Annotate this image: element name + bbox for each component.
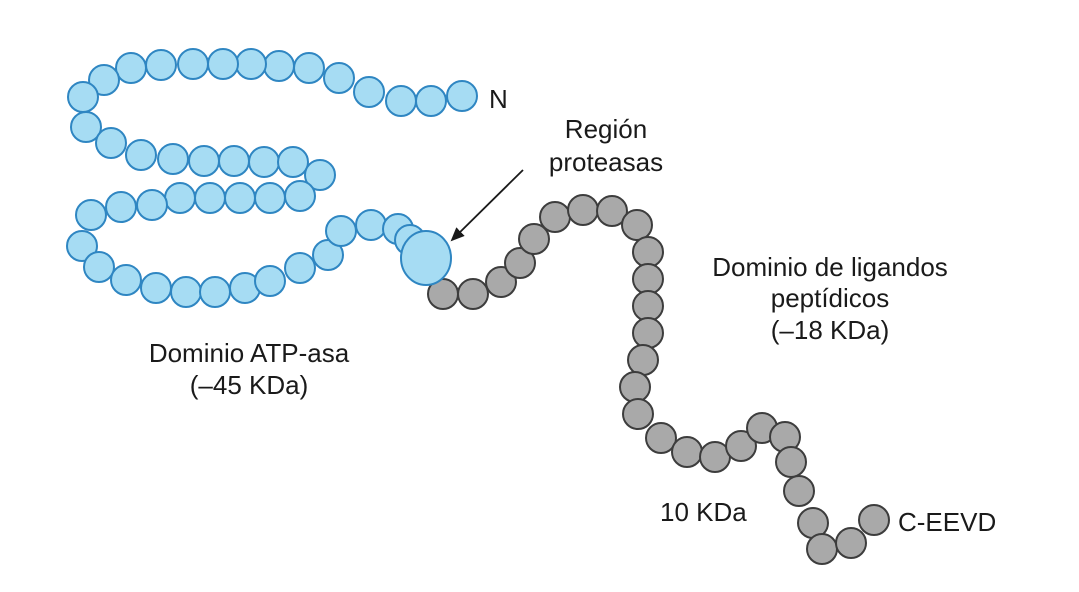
atpase-bead [164, 182, 196, 214]
atpase-bead [83, 251, 115, 283]
atpase-bead [67, 81, 99, 113]
peptide-binding-domain-chain [427, 194, 890, 565]
atpase-bead [355, 209, 387, 241]
peptide-bead [858, 504, 890, 536]
peptide-domain-label-line3: (–18 KDa) [771, 315, 890, 345]
peptide-bead [671, 436, 703, 468]
peptide-bead [806, 533, 838, 565]
atpase-bead [446, 80, 478, 112]
peptide-bead [622, 398, 654, 430]
peptide-bead [645, 422, 677, 454]
atpase-bead [145, 49, 177, 81]
peptide-bead [783, 475, 815, 507]
atpase-bead [95, 127, 127, 159]
peptide-bead [539, 201, 571, 233]
atpase-bead [277, 146, 309, 178]
protease-region-label-line2: proteasas [549, 147, 663, 177]
atpase-bead [218, 145, 250, 177]
atpase-bead [140, 272, 172, 304]
atpase-bead [157, 143, 189, 175]
atpase-bead [263, 50, 295, 82]
atpase-bead [88, 64, 120, 96]
peptide-domain-label-line2: peptídicos [771, 283, 890, 313]
atpase-bead [105, 191, 137, 223]
atpase-bead [353, 76, 385, 108]
atpase-bead [254, 265, 286, 297]
atpase-bead [293, 52, 325, 84]
peptide-bead [725, 430, 757, 462]
atpase-domain-label-line1: Dominio ATP-asa [149, 338, 350, 368]
atpase-bead [188, 145, 220, 177]
peptide-bead [632, 317, 664, 349]
peptide-bead [485, 266, 517, 298]
peptide-bead [567, 194, 599, 226]
atpase-bead [75, 199, 107, 231]
atpase-bead [415, 85, 447, 117]
atpase-bead [70, 111, 102, 143]
atpase-bead [136, 189, 168, 221]
atpase-domain-label-line2: (–45 KDa) [190, 370, 309, 400]
atpase-bead [284, 180, 316, 212]
atpase-bead [177, 48, 209, 80]
atpase-bead [199, 276, 231, 308]
peptide-bead [457, 278, 489, 310]
peptide-bead [775, 446, 807, 478]
peptide-bead [835, 527, 867, 559]
atpase-bead [284, 252, 316, 284]
atpase-bead [304, 159, 336, 191]
atpase-bead [194, 182, 226, 214]
peptide-bead [596, 195, 628, 227]
atpase-bead [125, 139, 157, 171]
atpase-bead [325, 215, 357, 247]
atpase-bead [207, 48, 239, 80]
atpase-bead [170, 276, 202, 308]
c-terminus-label: C-EEVD [898, 507, 996, 537]
atpase-bead [110, 264, 142, 296]
atpase-bead [323, 62, 355, 94]
peptide-bead [632, 236, 664, 268]
atpase-bead [224, 182, 256, 214]
protease-region-label-line1: Región [565, 114, 647, 144]
protease-region-bead [400, 230, 452, 286]
atpase-domain-chain [66, 48, 478, 308]
peptide-bead [518, 223, 550, 255]
atpase-bead [66, 230, 98, 262]
protease-arrow [450, 169, 524, 242]
peptide-bead [621, 209, 653, 241]
atpase-bead [235, 48, 267, 80]
n-terminus-label: N [489, 84, 508, 114]
ten-kda-label: 10 KDa [660, 497, 747, 527]
atpase-bead [254, 182, 286, 214]
peptide-domain-label-line1: Dominio de ligandos [712, 252, 948, 282]
peptide-bead [619, 371, 651, 403]
peptide-bead [504, 247, 536, 279]
peptide-bead [632, 290, 664, 322]
atpase-bead [248, 146, 280, 178]
atpase-bead [385, 85, 417, 117]
atpase-bead [115, 52, 147, 84]
peptide-bead [627, 344, 659, 376]
peptide-bead [632, 263, 664, 295]
